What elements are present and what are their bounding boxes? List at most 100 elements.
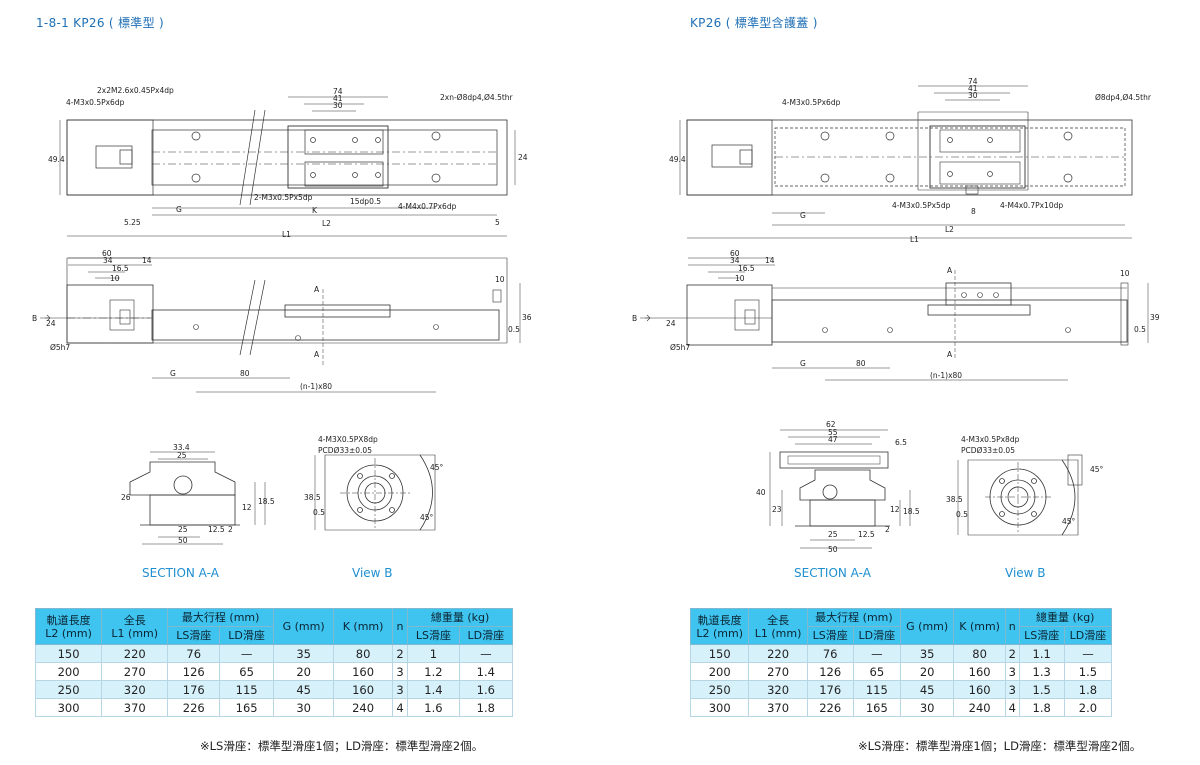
svg-text:55: 55 xyxy=(828,428,838,437)
col-stroke-ls: LS滑座 xyxy=(167,626,221,645)
section-caption: SECTION A-A xyxy=(794,566,871,580)
footnote: ※LS滑座：標準型滑座1個；LD滑座：標準型滑座2個。 xyxy=(858,739,1142,753)
svg-text:4-M3x0.5Px6dp: 4-M3x0.5Px6dp xyxy=(782,98,841,107)
col-k: K (mm) xyxy=(953,608,1006,645)
svg-text:Ø8dp4,Ø4.5thr: Ø8dp4,Ø4.5thr xyxy=(1095,93,1152,102)
svg-text:0.5: 0.5 xyxy=(508,325,520,334)
col-n: n xyxy=(1004,608,1020,645)
col-max-stroke: 最大行程 (mm) xyxy=(806,608,902,627)
col-g: G (mm) xyxy=(273,608,335,645)
svg-text:39: 39 xyxy=(1150,313,1160,322)
svg-text:4-M4x0.7Px10dp: 4-M4x0.7Px10dp xyxy=(1000,201,1063,210)
svg-text:4-M3x0.5Px6dp: 4-M3x0.5Px6dp xyxy=(66,98,125,107)
side-view xyxy=(40,257,521,393)
svg-text:A: A xyxy=(947,350,953,359)
drawing-kp26-covered: 4-M3x0.5Px6dp 74 41 30 Ø8dp4,Ø4.5thr 49.… xyxy=(632,77,1160,554)
svg-text:5: 5 xyxy=(495,218,500,227)
panel-kp26-covered: KP26 ( 標準型含護蓋 ) xyxy=(600,0,1200,765)
drawing-kp26-standard: 2x2M2.6x0.45Px4dp 4-M3x0.5Px6dp 74 41 30… xyxy=(32,86,532,545)
svg-text:8: 8 xyxy=(971,207,976,216)
svg-text:PCDØ33±0.05: PCDØ33±0.05 xyxy=(318,446,372,455)
svg-text:45°: 45° xyxy=(420,513,434,522)
col-weight-ls: LS滑座 xyxy=(407,626,460,645)
svg-text:80: 80 xyxy=(240,369,250,378)
svg-text:24: 24 xyxy=(46,319,56,328)
svg-text:45°: 45° xyxy=(430,463,444,472)
view-caption: View B xyxy=(1005,566,1046,580)
col-total-weight: 總重量 (kg) xyxy=(407,608,513,627)
svg-text:14: 14 xyxy=(142,256,152,265)
svg-text:18.5: 18.5 xyxy=(258,497,275,506)
top-view xyxy=(679,85,1133,239)
svg-text:80: 80 xyxy=(856,359,866,368)
svg-text:41: 41 xyxy=(333,94,343,103)
col-n: n xyxy=(391,608,409,645)
svg-text:6.5: 6.5 xyxy=(895,438,907,447)
svg-text:30: 30 xyxy=(968,91,978,100)
top-view xyxy=(59,96,516,237)
col-stroke-ld: LD滑座 xyxy=(852,626,902,645)
svg-text:A: A xyxy=(947,266,953,275)
svg-text:2xn-Ø8dp4,Ø4.5thr: 2xn-Ø8dp4,Ø4.5thr xyxy=(440,93,514,102)
svg-text:24: 24 xyxy=(666,319,676,328)
svg-text:47: 47 xyxy=(828,435,838,444)
svg-text:10: 10 xyxy=(495,275,505,284)
svg-text:49.4: 49.4 xyxy=(669,155,686,164)
svg-text:Ø5h7: Ø5h7 xyxy=(50,343,70,352)
svg-text:34: 34 xyxy=(103,256,113,265)
col-stroke-ld: LD滑座 xyxy=(219,626,275,645)
svg-text:25: 25 xyxy=(178,525,188,534)
svg-text:0.5: 0.5 xyxy=(1134,325,1146,334)
svg-text:45°: 45° xyxy=(1090,465,1104,474)
svg-text:74: 74 xyxy=(968,77,978,86)
svg-text:2: 2 xyxy=(228,525,233,534)
svg-text:25: 25 xyxy=(177,451,187,460)
svg-text:33.4: 33.4 xyxy=(173,443,190,452)
svg-text:4-M3x0.5Px8dp: 4-M3x0.5Px8dp xyxy=(961,435,1020,444)
svg-text:38.5: 38.5 xyxy=(946,495,963,504)
panel-title: 1-8-1 KP26 ( 標準型 ) xyxy=(36,16,164,30)
svg-text:18.5: 18.5 xyxy=(903,507,920,516)
svg-text:50: 50 xyxy=(828,545,838,554)
svg-text:12: 12 xyxy=(890,505,900,514)
svg-text:4-M3X0.5PX8dp: 4-M3X0.5PX8dp xyxy=(318,435,378,444)
svg-text:49.4: 49.4 xyxy=(48,155,65,164)
panel-kp26-standard: 1-8-1 KP26 ( 標準型 ) xyxy=(32,16,532,753)
col-total-weight: 總重量 (kg) xyxy=(1018,608,1113,627)
svg-text:45°: 45° xyxy=(1062,517,1076,526)
svg-text:G: G xyxy=(800,211,806,220)
svg-text:12.5: 12.5 xyxy=(858,530,875,539)
section-caption: SECTION A-A xyxy=(142,566,219,580)
svg-text:0.5: 0.5 xyxy=(313,508,325,517)
svg-text:62: 62 xyxy=(826,420,836,429)
svg-text:16.5: 16.5 xyxy=(738,264,755,273)
view-b xyxy=(957,454,1083,536)
svg-text:15dp0.5: 15dp0.5 xyxy=(350,197,381,206)
view-caption: View B xyxy=(352,566,393,580)
svg-text:10: 10 xyxy=(735,274,745,283)
svg-text:B: B xyxy=(632,314,637,323)
svg-text:40: 40 xyxy=(756,488,766,497)
svg-text:10: 10 xyxy=(1120,269,1130,278)
svg-text:0.5: 0.5 xyxy=(956,510,968,519)
svg-text:2-M3x0.5Px5dp: 2-M3x0.5Px5dp xyxy=(254,193,313,202)
svg-text:L2: L2 xyxy=(945,225,954,234)
svg-text:4-M3x0.5Px5dp: 4-M3x0.5Px5dp xyxy=(892,201,951,210)
panel-title: KP26 ( 標準型含護蓋 ) xyxy=(690,16,818,30)
svg-text:24: 24 xyxy=(518,153,528,162)
svg-text:12: 12 xyxy=(242,503,252,512)
svg-text:L1: L1 xyxy=(910,235,919,244)
svg-text:PCDØ33±0.05: PCDØ33±0.05 xyxy=(961,446,1015,455)
svg-text:2: 2 xyxy=(885,525,890,534)
section-a-a xyxy=(769,429,911,549)
svg-text:60: 60 xyxy=(102,249,112,258)
svg-text:G: G xyxy=(800,359,806,368)
svg-text:G: G xyxy=(170,369,176,378)
svg-text:(n-1)x80: (n-1)x80 xyxy=(300,382,332,391)
